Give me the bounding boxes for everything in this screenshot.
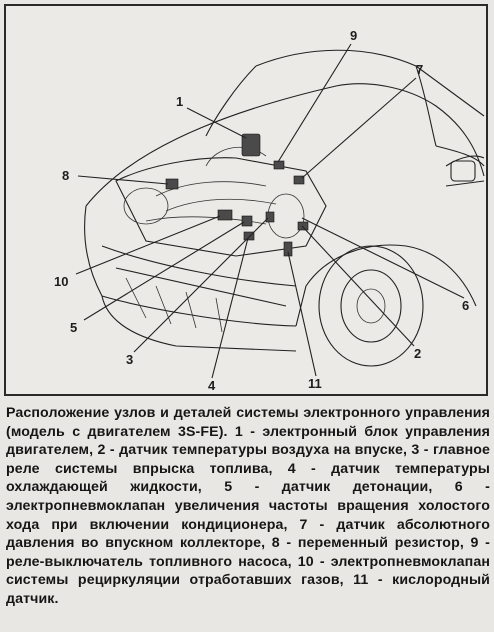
part-4 [243,231,255,241]
callout-1: 1 [176,94,183,109]
callout-3: 3 [126,352,133,367]
car-engine-bay-illustration: 1 2 3 4 5 6 7 8 9 10 11 [54,28,485,393]
callout-2: 2 [414,346,421,361]
callout-11: 11 [308,376,322,391]
engine-block [115,133,327,257]
part-10 [217,209,233,221]
ecu-part [241,133,261,157]
callout-5: 5 [70,320,77,335]
part-6 [297,221,309,231]
part-3 [265,211,275,223]
callout-7: 7 [416,62,423,77]
part-9 [273,160,285,170]
callout-4: 4 [208,378,216,393]
figure-frame: 1 2 3 4 5 6 7 8 9 10 11 [4,4,488,396]
callout-10: 10 [54,274,68,289]
part-11 [283,241,293,257]
callout-8: 8 [62,168,69,183]
part-5 [241,215,253,227]
callout-9: 9 [350,28,357,43]
figure-caption: Расположение узлов и деталей системы эле… [6,405,490,607]
leader-lines [75,43,465,379]
part-7 [293,175,305,185]
car-outline [84,49,485,367]
callout-6: 6 [462,298,469,313]
